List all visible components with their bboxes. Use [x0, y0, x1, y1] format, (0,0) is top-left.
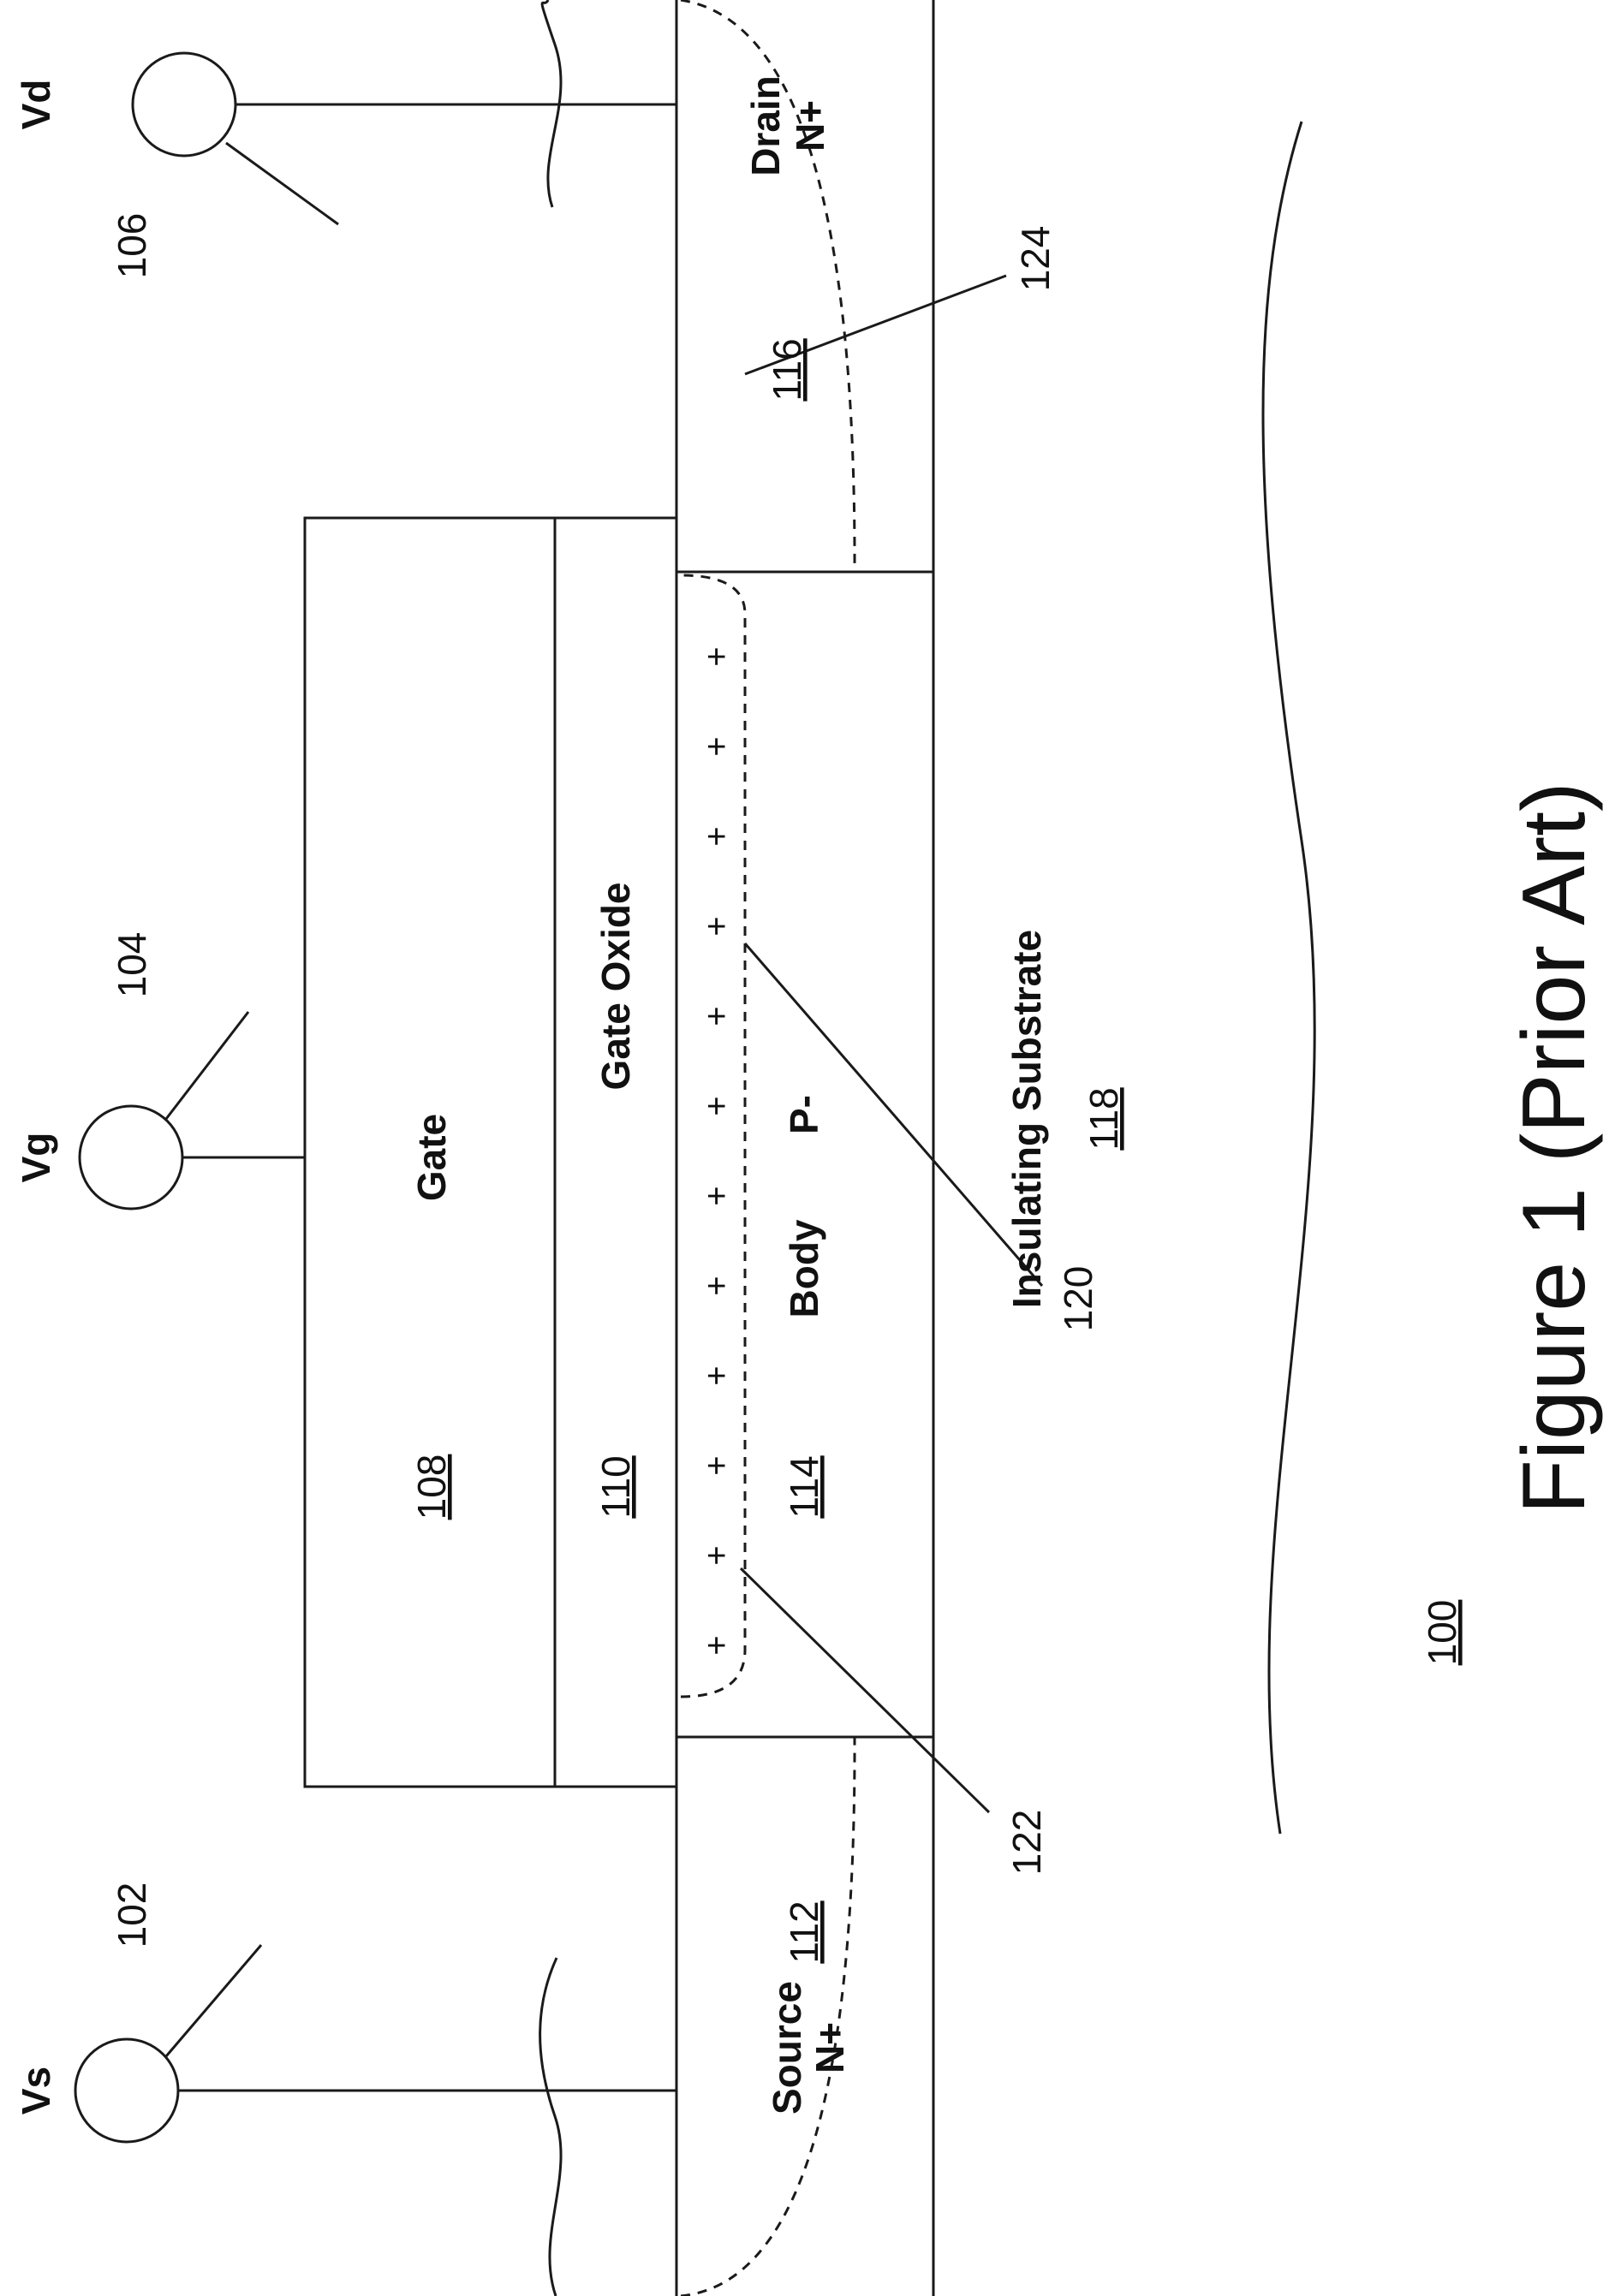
gate-ref: 108 [409, 1454, 454, 1520]
leader-102 [166, 1945, 261, 2056]
source-terminal-circle [75, 2039, 178, 2142]
charge-symbol: + [698, 916, 736, 936]
break-line-substrate [1263, 122, 1314, 1834]
leader-122 [741, 1568, 989, 1812]
charge-symbol: + [698, 736, 736, 756]
gate-label: Gate [409, 1114, 454, 1201]
gate-terminal-label: Vg [14, 1133, 58, 1183]
source-label: Source [765, 1981, 809, 2115]
charge-symbol: + [698, 826, 736, 846]
charge-symbol: + [698, 646, 736, 666]
channel-charges: + + + + + + + + + + + + [698, 646, 736, 1655]
ref-102: 102 [110, 1883, 154, 1948]
ref-104: 104 [110, 932, 154, 998]
gate-oxide-ref: 110 [593, 1455, 638, 1518]
body-label: Body [782, 1219, 826, 1318]
body-doping-label: P- [782, 1095, 826, 1134]
ref-122: 122 [1004, 1810, 1049, 1876]
ref-106: 106 [110, 213, 154, 279]
source-doping-label: N+ [808, 2022, 852, 2073]
drain-terminal-label: Vd [14, 80, 58, 130]
figure-caption: Figure 1 (Prior Art) [1505, 782, 1604, 1514]
charge-symbol: + [698, 1365, 736, 1385]
source-ref: 112 [782, 1900, 826, 1963]
charge-symbol: + [698, 1545, 736, 1565]
drain-label: Drain [743, 75, 788, 176]
substrate-ref: 118 [1082, 1087, 1126, 1150]
charge-symbol: + [698, 1096, 736, 1115]
charge-symbol: + [698, 1455, 736, 1475]
charge-symbol: + [698, 1635, 736, 1655]
leader-104 [166, 1012, 248, 1119]
source-terminal-label: Vs [14, 2067, 58, 2115]
substrate-label: Insulating Substrate [1004, 930, 1049, 1308]
drain-doping-label: N+ [788, 100, 832, 152]
gate-oxide-label: Gate Oxide [593, 883, 638, 1091]
ref-124: 124 [1013, 226, 1058, 292]
gate-oxide [555, 518, 676, 1787]
charge-symbol: + [698, 1006, 736, 1026]
charge-symbol: + [698, 1276, 736, 1295]
drain-ref: 116 [765, 338, 809, 401]
gate-terminal-circle [80, 1106, 182, 1209]
break-line-left [540, 1958, 561, 2296]
ref-120: 120 [1056, 1266, 1100, 1332]
drain-terminal-circle [133, 53, 235, 156]
figure-reference: 100 [1420, 1600, 1464, 1666]
leader-106 [226, 143, 338, 224]
body-ref: 114 [782, 1455, 826, 1518]
charge-symbol: + [698, 1186, 736, 1205]
